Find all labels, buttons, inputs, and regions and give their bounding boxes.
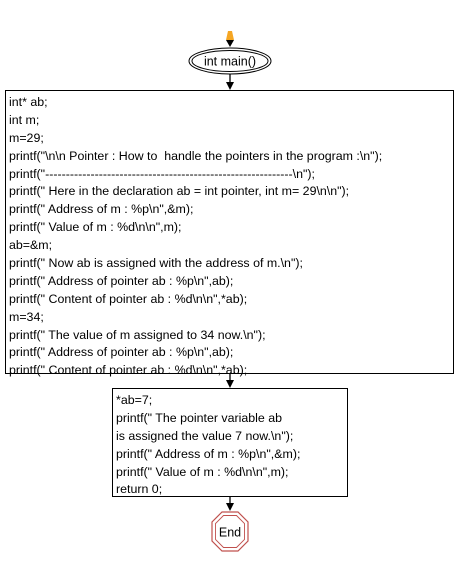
code-line: printf(" Value of m : %d\n\n",m); — [9, 220, 182, 235]
code-line: int* ab; — [9, 95, 48, 109]
code-line: ab=&m; — [9, 238, 53, 253]
code-line: m=34; — [9, 309, 44, 324]
start-terminator: int main() — [188, 47, 272, 75]
end-label: End — [219, 526, 241, 540]
code-line: printf(" Value of m : %d\n\n",m); — [116, 464, 289, 479]
code-line: int m; — [9, 112, 40, 127]
arrow-head-icon — [226, 503, 234, 511]
code-line: printf(" Here in the declaration ab = in… — [9, 184, 350, 199]
start-label: int main() — [204, 55, 256, 69]
arrow-head-icon — [226, 380, 234, 388]
code-line: printf("--------------------------------… — [9, 166, 315, 181]
code-line: printf(" Address of pointer ab : %p\n",a… — [9, 273, 234, 288]
code-line: printf(" The value of m assigned to 34 n… — [9, 327, 266, 342]
code-line: printf(" Content of pointer ab : %d\n\n"… — [9, 363, 248, 378]
end-terminator: End — [211, 511, 249, 552]
code-line: printf(" Now ab is assigned with the add… — [9, 256, 303, 271]
code-line: m=29; — [9, 130, 44, 145]
code-line: printf(" Address of pointer ab : %p\n",a… — [9, 345, 234, 360]
code-line: printf(" The pointer variable ab — [116, 410, 283, 425]
start-marker-icon — [226, 31, 234, 40]
arrow-head-icon — [226, 82, 234, 90]
code-block-main: int* ab; int m; m=29; printf("\n\n Point… — [5, 90, 454, 377]
code-line: is assigned the value 7 now.\n"); — [116, 428, 294, 443]
code-line: *ab=7; — [116, 393, 153, 407]
code-line: return 0; — [116, 482, 163, 497]
code-line: printf(" Address of m : %p\n",&m); — [9, 202, 194, 217]
code-line: printf(" Address of m : %p\n",&m); — [116, 446, 301, 461]
arrow-head-icon — [226, 40, 234, 47]
code-line: printf("\n\n Pointer : How to handle the… — [9, 148, 383, 163]
code-line: printf(" Content of pointer ab : %d\n\n"… — [9, 291, 248, 306]
code-block-final: *ab=7; printf(" The pointer variable ab … — [112, 388, 348, 497]
